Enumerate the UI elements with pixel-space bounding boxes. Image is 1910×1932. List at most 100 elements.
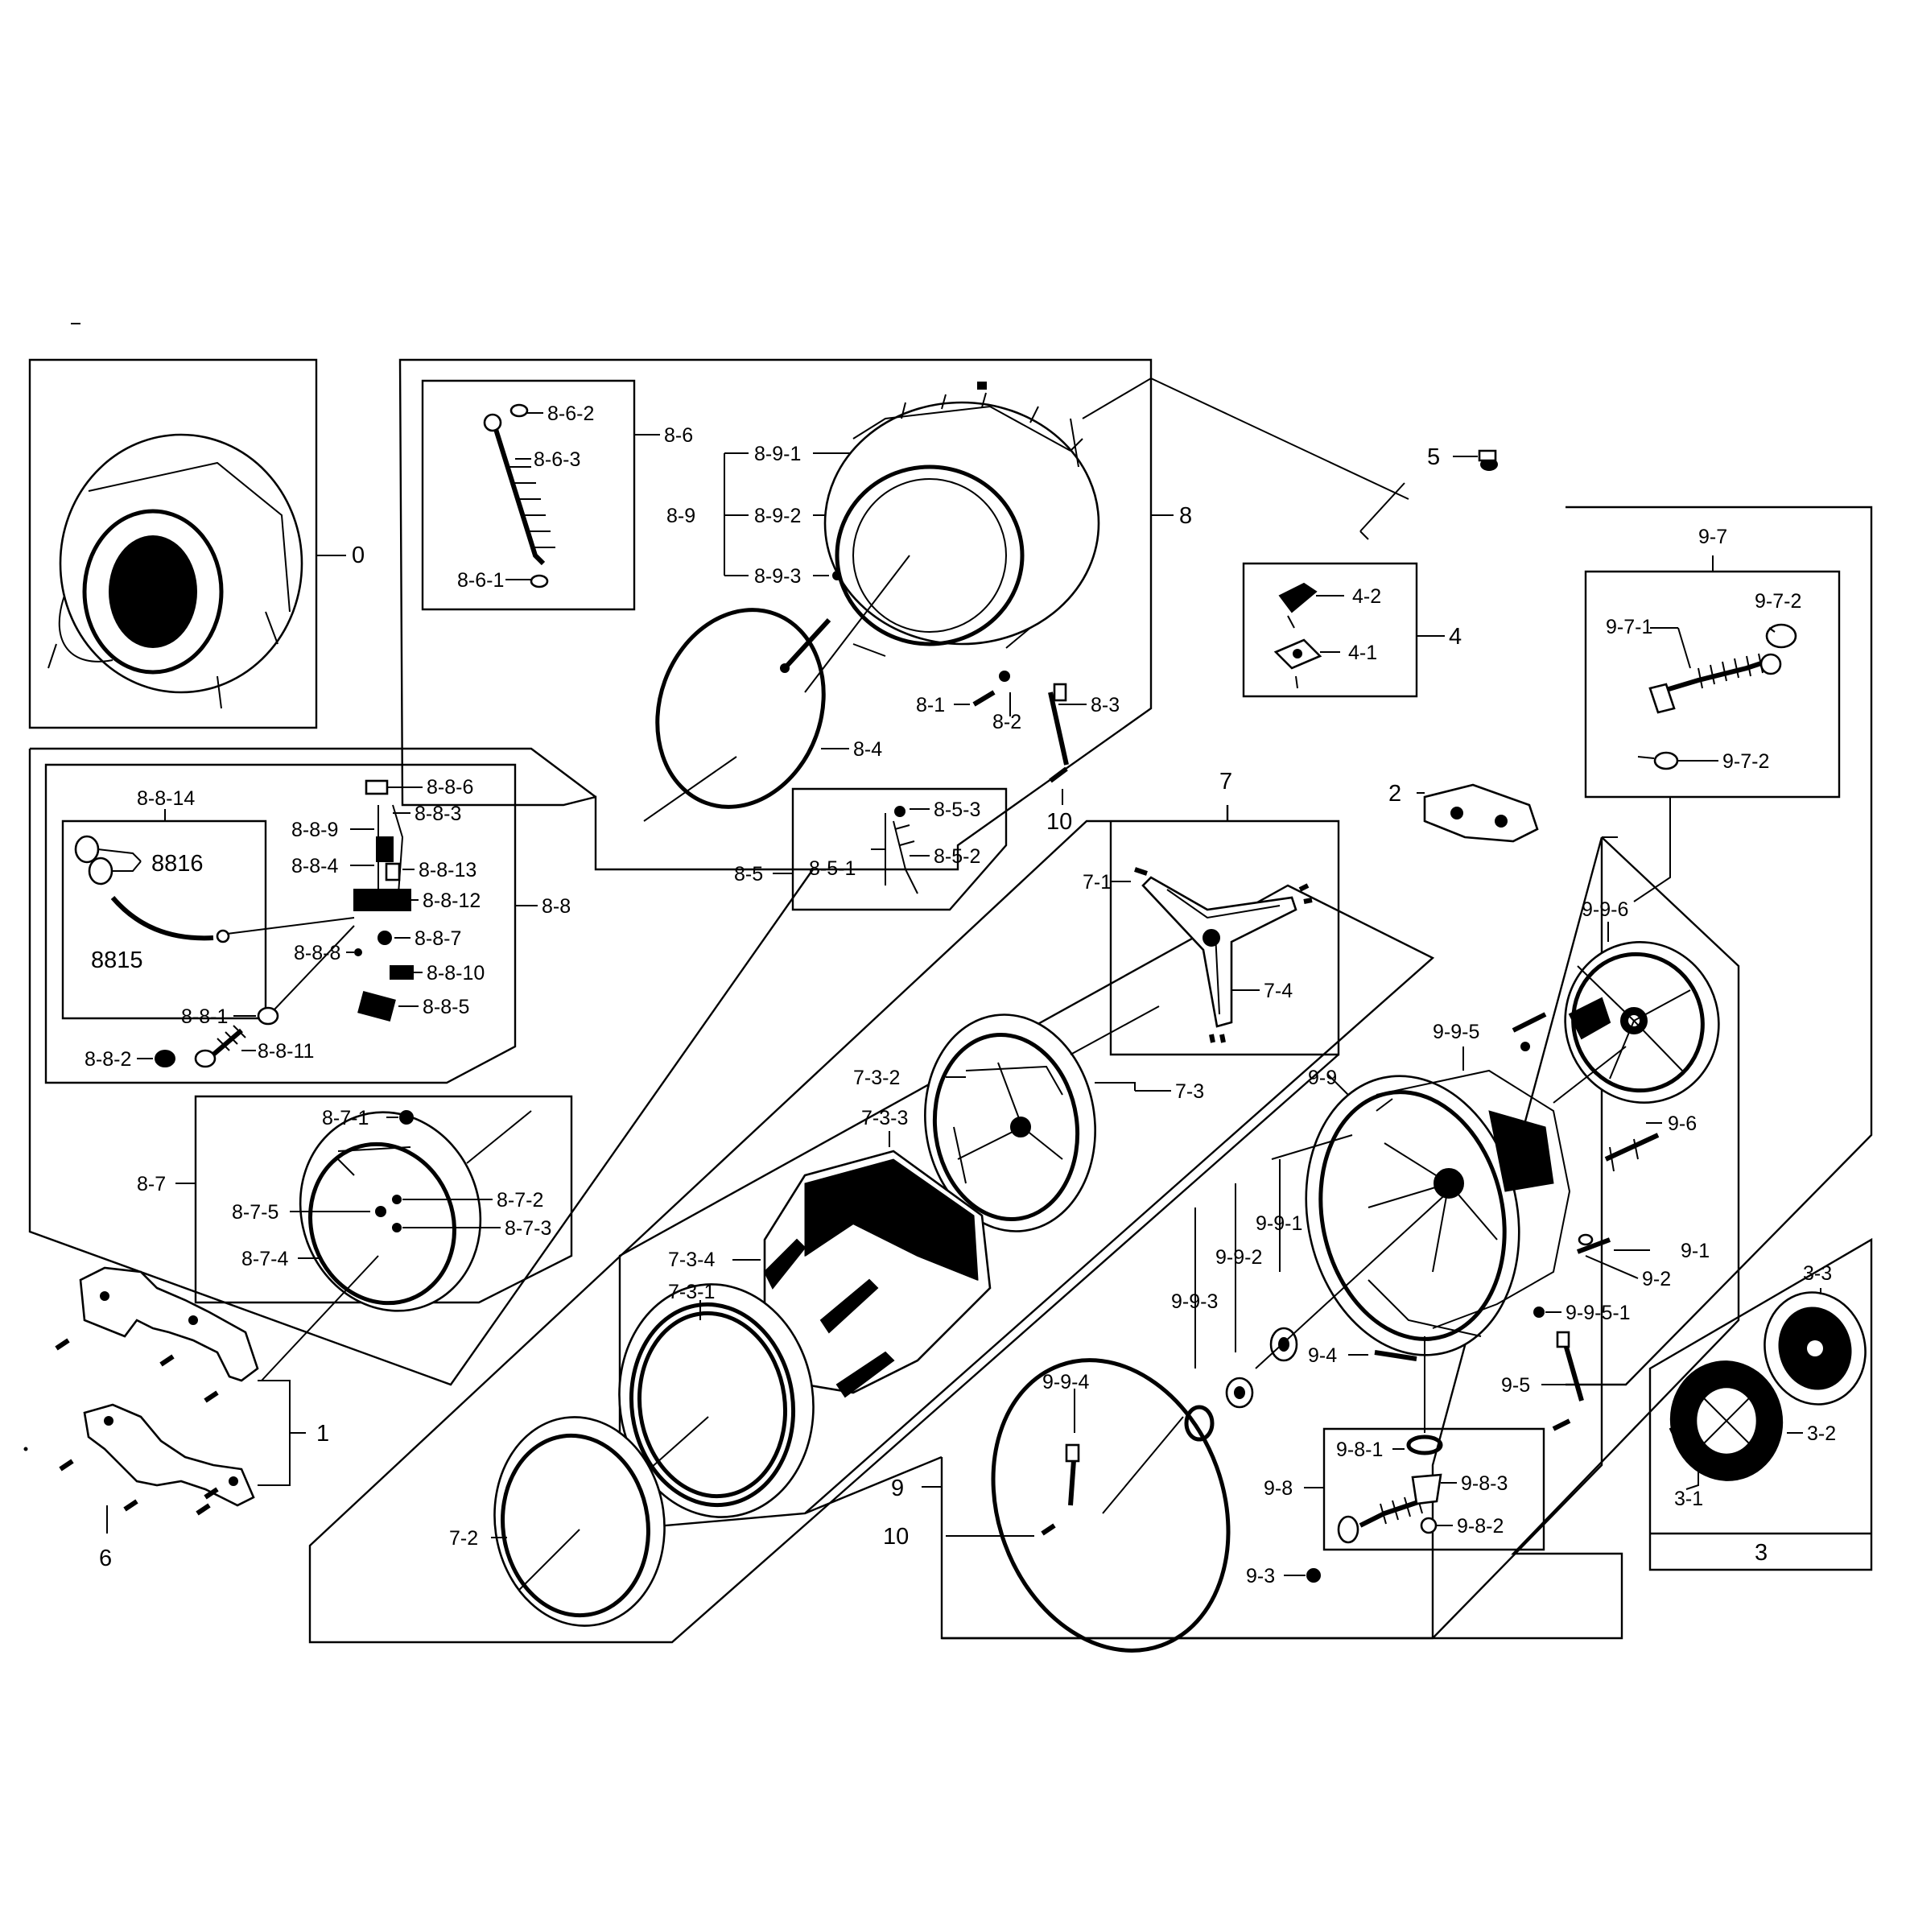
label-8-5-1: 8-5-1 <box>809 857 856 880</box>
label-10-top: 10 <box>1046 809 1072 835</box>
label-8-8-11: 8-8-11 <box>258 1040 314 1063</box>
label-9-9-2: 9-9-2 <box>1215 1246 1262 1269</box>
label-8-7-2: 8-7-2 <box>497 1189 543 1212</box>
label-3-3: 3-3 <box>1803 1262 1832 1285</box>
group-8-8: 8-8 8-8-14 8816 8815 8-8-6 8-8-3 <box>44 763 571 1084</box>
bearing-9-9-2 <box>1225 1377 1254 1409</box>
label-9-9-6: 9-9-6 <box>1582 898 1628 921</box>
group-8-outline <box>28 358 1153 1386</box>
balance-ring-7-2 <box>493 1416 666 1627</box>
label-7-3-3: 7-3-3 <box>861 1107 908 1129</box>
drain-hose-8-6-3 <box>483 413 555 566</box>
rear-tub-9-9 <box>1305 1069 1571 1356</box>
screw-10-top <box>1049 766 1068 805</box>
label-7-3-4: 7-3-4 <box>668 1249 715 1271</box>
sensor-3-1 <box>1669 1419 1692 1443</box>
label-9-3: 9-3 <box>1246 1565 1275 1587</box>
label-8-6-3: 8-6-3 <box>534 448 580 471</box>
part-5 <box>1453 449 1498 471</box>
part-2-weight <box>1423 783 1539 843</box>
group-1-brackets: 1 6 <box>55 1266 329 1571</box>
label-8-9: 8-9 <box>666 505 695 527</box>
group-0-assembly: 0 <box>28 358 365 729</box>
label-8-8-14: 8-8-14 <box>137 787 195 810</box>
seal-9-9-3 <box>1184 1405 1215 1442</box>
label-7-1: 7-1 <box>1083 871 1112 894</box>
label-7: 7 <box>1219 769 1232 795</box>
label-7-3: 7-3 <box>1175 1080 1204 1103</box>
label-9-1: 9-1 <box>1681 1240 1710 1262</box>
label-8-8-6: 8-8-6 <box>427 776 473 799</box>
label-9-9-1: 9-9-1 <box>1256 1212 1302 1235</box>
group-7-outline: 7 <box>308 769 1435 1644</box>
label-8-8-10: 8-8-10 <box>427 962 485 985</box>
label-8-8-5: 8-8-5 <box>423 996 469 1018</box>
label-8: 8 <box>1179 503 1192 529</box>
label-9-8-1: 9-8-1 <box>1336 1439 1383 1461</box>
clamp-8-6-2 <box>509 403 543 418</box>
label-7-3-2: 7-3-2 <box>853 1067 900 1089</box>
label-8-4: 8-4 <box>853 738 882 761</box>
clamp-9-3 <box>1306 1568 1321 1583</box>
label-8-8-4: 8-8-4 <box>291 855 338 877</box>
tub-assembly-illustration <box>47 433 303 709</box>
label-7-4: 7-4 <box>1264 980 1293 1002</box>
label-2: 2 <box>1388 781 1401 807</box>
label-8815: 8815 <box>91 947 143 973</box>
label-8-3: 8-3 <box>1091 694 1120 716</box>
part-9-9-6-cover <box>1564 941 1720 1104</box>
pad-4-1 <box>1273 638 1322 689</box>
group-9-7: 9-7 9-7-1 9-7-2 9-7-2 <box>1584 526 1841 902</box>
label-8-1: 8-1 <box>916 694 945 716</box>
label-9-8-3: 9-8-3 <box>1461 1472 1508 1495</box>
label-9-5: 9-5 <box>1501 1374 1530 1397</box>
label-6: 6 <box>99 1546 112 1571</box>
bracket-lower <box>59 1403 255 1516</box>
label-9-8-2: 9-8-2 <box>1457 1515 1504 1538</box>
label-9-9: 9-9 <box>1308 1067 1337 1089</box>
label-8-6-2: 8-6-2 <box>547 402 594 425</box>
label-8-5-2: 8-5-2 <box>934 845 980 868</box>
label-9: 9 <box>891 1476 904 1501</box>
drum-back-7-3 <box>924 1013 1096 1232</box>
hose-8-8-11 <box>194 1025 246 1068</box>
hose-8815 <box>110 896 355 943</box>
label-9-2: 9-2 <box>1642 1268 1671 1290</box>
label-8-7: 8-7 <box>137 1173 166 1195</box>
label-3-2: 3-2 <box>1807 1422 1836 1445</box>
label-8-8-9: 8-8-9 <box>291 819 338 841</box>
screw-9-9-5 <box>1512 1012 1547 1051</box>
screw-9-1 <box>1576 1237 1611 1254</box>
drum-7-3-3 <box>763 1150 992 1398</box>
label-9-9-5: 9-9-5 <box>1433 1021 1479 1043</box>
group-9-8: 9-8 9-8-1 9-8-3 9-8-2 <box>1264 1336 1545 1551</box>
label-8-7-3: 8-7-3 <box>505 1217 551 1240</box>
valve-bracket-8-8 <box>353 779 423 911</box>
hanger-4-2 <box>1278 582 1318 629</box>
group-8-6: 8-6 8-6-2 8-6-3 8-6-1 <box>421 379 693 611</box>
label-8-8-2: 8-8-2 <box>85 1048 131 1071</box>
label-8-6: 8-6 <box>664 424 693 447</box>
label-8-7-4: 8-7-4 <box>241 1248 288 1270</box>
label-8-5: 8-5 <box>734 863 763 886</box>
label-7-3-1: 7-3-1 <box>668 1281 715 1303</box>
rotor-3-3 <box>1764 1291 1867 1406</box>
bolt-9-4 <box>1374 1350 1417 1361</box>
group-8-7: 8-7 8-7-1 8-7-2 8-7-3 8-7-5 8-7-4 <box>137 1095 573 1381</box>
label-8-8-13: 8-8-13 <box>419 859 476 881</box>
label-8816: 8816 <box>151 851 204 877</box>
gasket-9-9-4 <box>991 1358 1231 1653</box>
label-10-bottom: 10 <box>883 1524 909 1550</box>
label-8-9-1: 8-9-1 <box>754 443 801 465</box>
label-8-8-8: 8-8-8 <box>294 942 340 964</box>
bracket-upper <box>55 1266 259 1403</box>
label-4-2: 4-2 <box>1352 585 1381 608</box>
washer-8-2 <box>999 671 1011 716</box>
spider-7-4 <box>1134 867 1313 1043</box>
screw-8-1 <box>954 690 996 707</box>
group-8-5: 8-5-3 8-5-2 8-5-1 <box>773 787 1008 911</box>
label-8-8: 8-8 <box>542 895 571 918</box>
label-8-2: 8-2 <box>992 711 1021 733</box>
front-tub-8 <box>804 382 1100 693</box>
